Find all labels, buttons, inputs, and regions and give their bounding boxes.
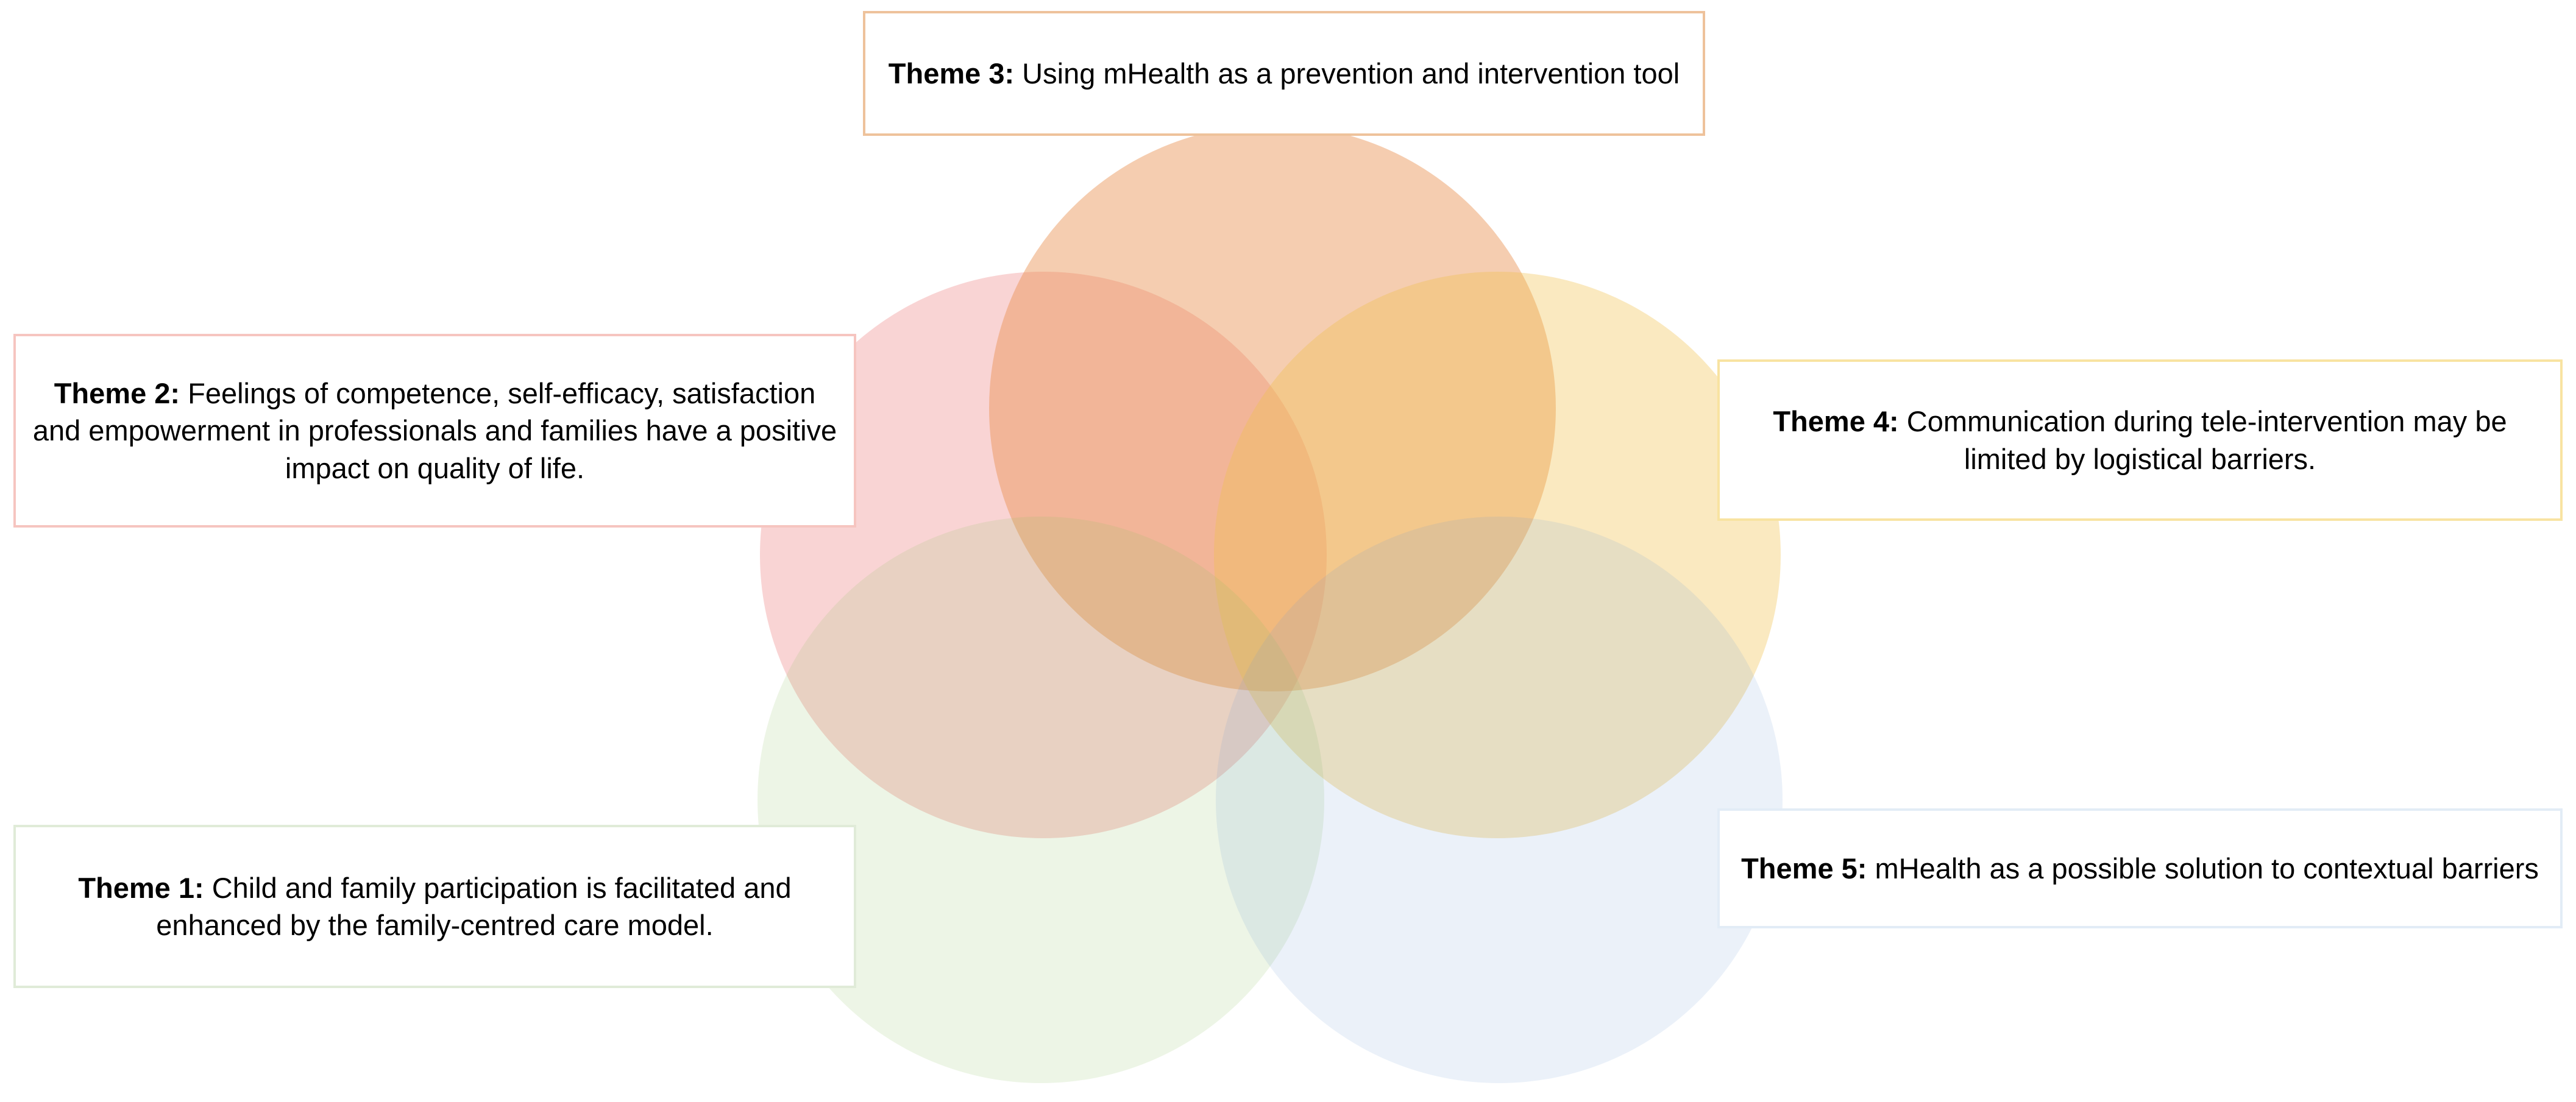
theme4-text: Theme 4: Communication during tele-inter… xyxy=(1733,403,2547,477)
theme2-label: Theme 2: xyxy=(54,377,180,410)
theme4-body: Communication during tele-intervention m… xyxy=(1898,405,2507,475)
theme-box-theme4: Theme 4: Communication during tele-inter… xyxy=(1717,359,2563,521)
theme1-label: Theme 1: xyxy=(78,871,204,904)
theme3-label: Theme 3: xyxy=(888,57,1015,90)
theme5-text: Theme 5: mHealth as a possible solution … xyxy=(1741,850,2539,887)
theme3-body: Using mHealth as a prevention and interv… xyxy=(1014,57,1680,90)
theme5-body: mHealth as a possible solution to contex… xyxy=(1867,852,2539,885)
theme1-text: Theme 1: Child and family participation … xyxy=(29,869,840,944)
theme1-body: Child and family participation is facili… xyxy=(156,871,792,941)
theme2-body: Feelings of competence, self-efficacy, s… xyxy=(32,377,837,484)
venn-circle-theme3-orange xyxy=(989,125,1556,691)
venn-circle-theme5-blue xyxy=(1216,517,1783,1083)
venn-circle-theme1-green xyxy=(758,517,1324,1083)
theme-box-theme1: Theme 1: Child and family participation … xyxy=(13,825,856,988)
venn-circle-theme4-yellow xyxy=(1214,272,1781,838)
theme5-label: Theme 5: xyxy=(1741,852,1867,885)
theme4-label: Theme 4: xyxy=(1773,405,1899,438)
theme-box-theme3: Theme 3: Using mHealth as a prevention a… xyxy=(863,11,1705,136)
theme3-text: Theme 3: Using mHealth as a prevention a… xyxy=(889,55,1680,92)
theme-box-theme2: Theme 2: Feelings of competence, self-ef… xyxy=(13,334,856,528)
theme-box-theme5: Theme 5: mHealth as a possible solution … xyxy=(1717,808,2563,928)
theme2-text: Theme 2: Feelings of competence, self-ef… xyxy=(29,375,840,486)
